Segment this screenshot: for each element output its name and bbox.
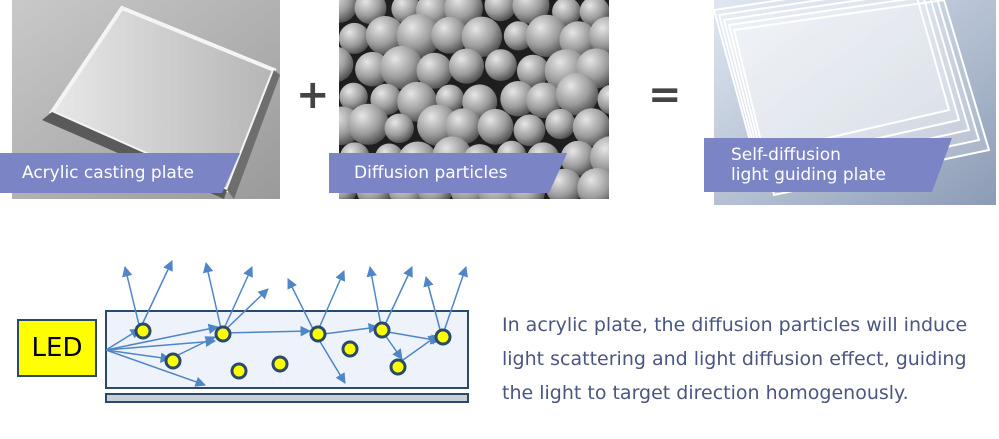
diffusion-particle bbox=[341, 340, 359, 358]
sem-sphere bbox=[500, 81, 536, 117]
description-text: In acrylic plate, the diffusion particle… bbox=[502, 308, 972, 410]
caption-band-result bbox=[704, 138, 952, 192]
sem-sphere bbox=[572, 108, 609, 147]
ray bbox=[315, 334, 346, 384]
sem-sphere bbox=[339, 82, 368, 112]
sem-sphere bbox=[416, 52, 453, 89]
sem-sphere bbox=[577, 168, 609, 199]
ray bbox=[105, 349, 172, 363]
sem-sphere bbox=[448, 48, 485, 84]
description-line-2: light scattering and light diffusion eff… bbox=[502, 348, 967, 370]
ray bbox=[221, 288, 269, 334]
equals-operator: = bbox=[648, 72, 682, 118]
caption-band-particles bbox=[329, 153, 567, 193]
sem-sphere bbox=[347, 103, 389, 145]
description-line-1: In acrylic plate, the diffusion particle… bbox=[502, 314, 968, 336]
caption-acrylic: Acrylic casting plate bbox=[22, 163, 194, 183]
ray bbox=[381, 330, 442, 345]
sem-sphere bbox=[445, 108, 482, 145]
ray bbox=[105, 349, 206, 387]
sem-sphere bbox=[477, 108, 514, 145]
reflector-base bbox=[105, 393, 469, 403]
sem-sphere bbox=[380, 45, 424, 90]
caption-result: Self-diffusion light guiding plate bbox=[731, 145, 886, 185]
diffusion-particle bbox=[230, 362, 248, 380]
sem-sphere bbox=[597, 84, 609, 115]
diffusion-particle bbox=[164, 352, 182, 370]
sem-sphere bbox=[339, 47, 354, 82]
ray bbox=[122, 265, 141, 330]
diffusion-particle bbox=[389, 358, 407, 376]
sem-sphere bbox=[365, 16, 405, 55]
sem-sphere bbox=[339, 22, 370, 54]
sem-sphere bbox=[560, 140, 596, 176]
sem-sphere bbox=[461, 16, 502, 57]
sem-sphere bbox=[484, 0, 517, 22]
plus-operator: + bbox=[296, 72, 330, 118]
sem-sphere bbox=[513, 114, 546, 147]
caption-result-line-2: light guiding plate bbox=[731, 165, 886, 185]
caption-particles-line-1: Diffusion particles bbox=[354, 163, 508, 183]
ray bbox=[441, 266, 468, 338]
sem-sphere bbox=[526, 82, 562, 119]
sem-sphere bbox=[545, 108, 576, 140]
sem-sphere bbox=[555, 73, 599, 116]
diffusion-particle bbox=[373, 321, 391, 339]
sem-sphere bbox=[355, 51, 390, 87]
ray bbox=[221, 266, 253, 334]
ray bbox=[423, 275, 443, 338]
ray bbox=[105, 328, 141, 351]
diffusion-particle bbox=[134, 322, 152, 340]
ray bbox=[287, 278, 317, 336]
sem-sphere bbox=[485, 49, 517, 81]
sem-sphere bbox=[588, 16, 609, 55]
caption-band-acrylic bbox=[0, 153, 240, 193]
sem-sphere bbox=[431, 16, 468, 54]
sem-sphere bbox=[525, 14, 568, 57]
sem-sphere bbox=[590, 136, 609, 179]
diffusion-particle bbox=[214, 325, 232, 343]
sem-sphere bbox=[339, 0, 358, 23]
ray bbox=[105, 336, 217, 351]
led-box: LED bbox=[17, 319, 97, 377]
caption-result-line-1: Self-diffusion bbox=[731, 145, 841, 165]
ray bbox=[381, 266, 413, 332]
sem-sphere bbox=[516, 54, 550, 88]
diffusion-diagram bbox=[105, 260, 469, 403]
acrylic-plate bbox=[105, 310, 469, 389]
diffusion-particle bbox=[434, 328, 452, 346]
diffusion-particle bbox=[309, 325, 327, 343]
led-label: LED bbox=[31, 333, 83, 363]
description-line-3: the light to target direction homogenous… bbox=[502, 382, 909, 404]
caption-particles: Diffusion particles bbox=[354, 163, 507, 183]
sem-sphere bbox=[503, 21, 533, 51]
ray bbox=[139, 260, 173, 330]
ray bbox=[202, 261, 223, 334]
ray bbox=[105, 323, 220, 351]
diffusion-particle bbox=[271, 355, 289, 373]
ray bbox=[315, 270, 346, 336]
caption-acrylic-line-1: Acrylic casting plate bbox=[22, 163, 194, 183]
ray bbox=[221, 325, 312, 337]
sem-sphere bbox=[384, 113, 414, 143]
ray bbox=[366, 265, 383, 332]
